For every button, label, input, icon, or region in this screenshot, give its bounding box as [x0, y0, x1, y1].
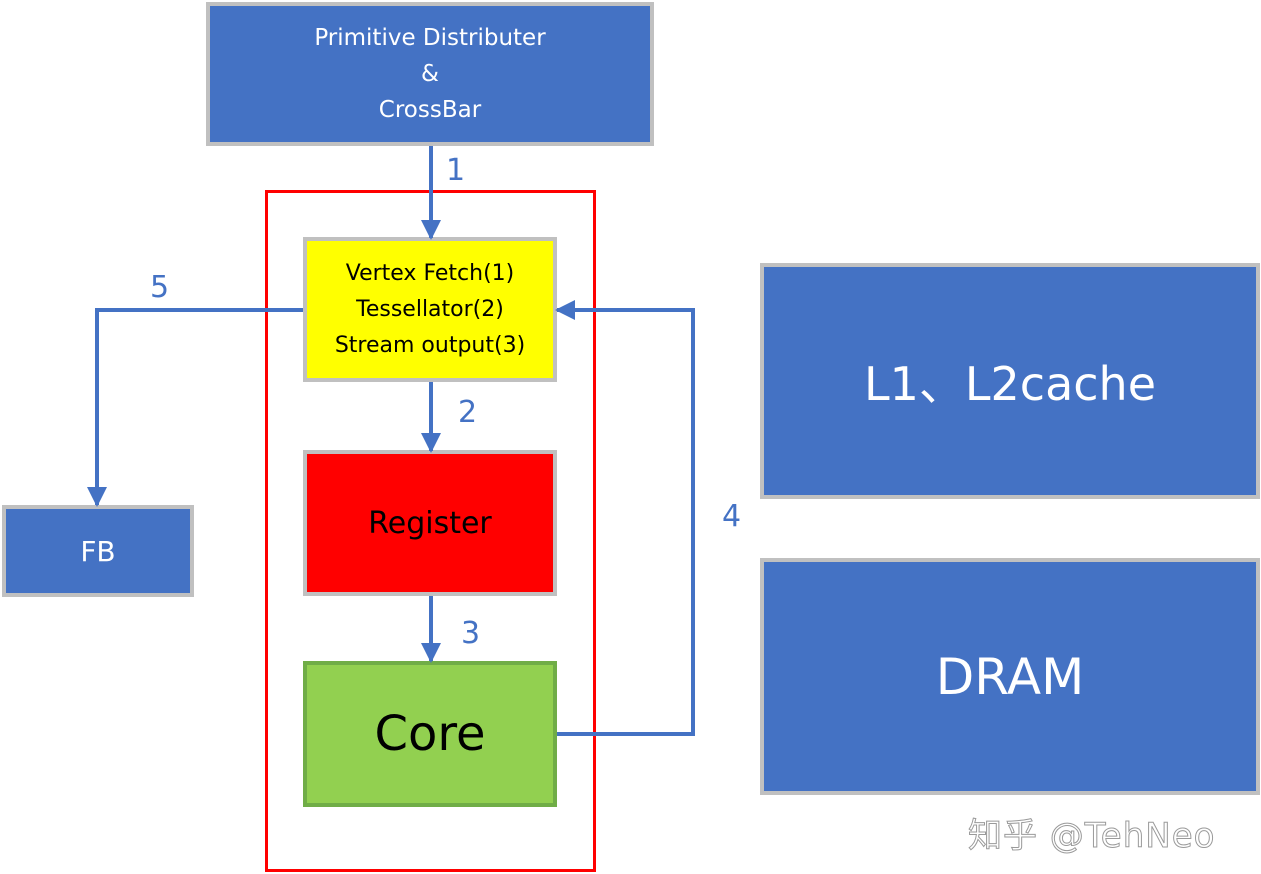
edge-3-label: 3	[461, 616, 481, 651]
core-label: Core	[374, 706, 486, 762]
fetch-line-3: Stream output(3)	[334, 332, 526, 358]
edge-4-label: 4	[722, 499, 742, 534]
edge-5-arrow	[87, 308, 303, 507]
edge-5-label: 5	[150, 270, 170, 305]
dram-label: DRAM	[935, 647, 1085, 706]
core-box: Core	[303, 661, 557, 807]
edge-4-arrow	[555, 300, 695, 736]
fetch-line-2: Tessellator(2)	[356, 296, 504, 322]
register-box: Register	[303, 450, 557, 596]
fetch-line-1: Vertex Fetch(1)	[345, 260, 515, 286]
watermark: 知乎 @TehNeo	[967, 816, 1216, 857]
fb-box: FB	[2, 505, 194, 597]
dram-box: DRAM	[760, 558, 1260, 795]
cache-label: L1、L2cache	[863, 357, 1156, 411]
edge-1-label: 1	[446, 153, 466, 188]
cache-box: L1、L2cache	[760, 263, 1260, 499]
primitive-distributer-box: Primitive Distributer & CrossBar	[206, 2, 654, 146]
primitive-line-1: Primitive Distributer	[314, 25, 546, 51]
fb-label: FB	[80, 534, 116, 568]
primitive-line-3: CrossBar	[378, 97, 482, 123]
primitive-line-2: &	[421, 61, 439, 87]
register-label: Register	[368, 505, 492, 541]
edge-2-label: 2	[458, 395, 478, 430]
